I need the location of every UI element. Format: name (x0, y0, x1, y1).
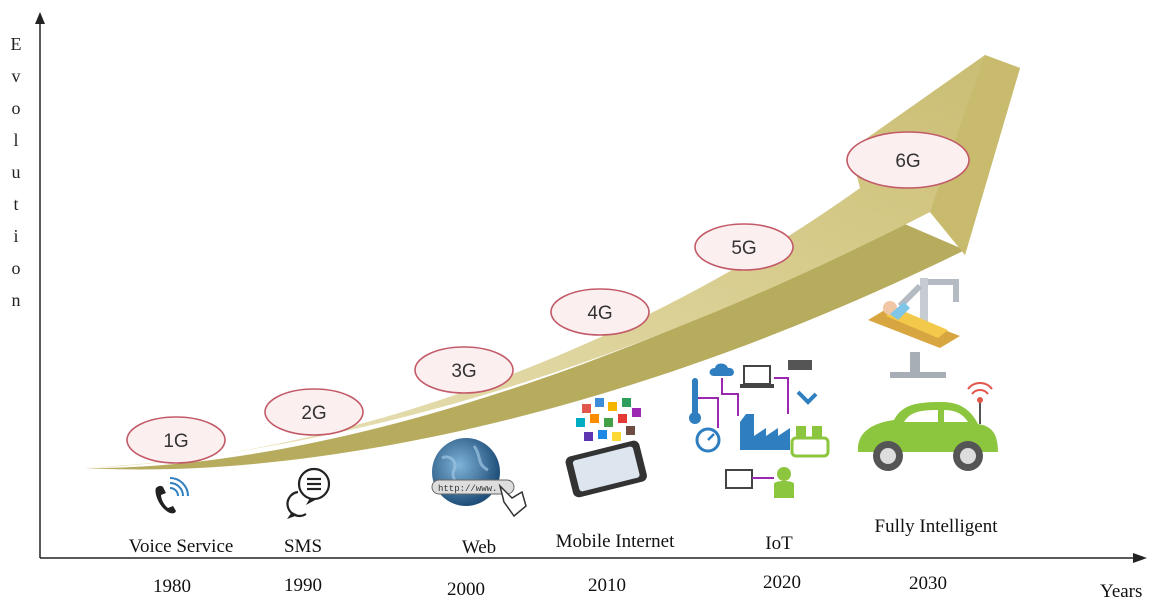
gen-label: 1G (163, 431, 188, 452)
year-label-2020: 2020 (763, 572, 801, 593)
service-label-voice: Voice Service (129, 536, 234, 557)
svg-text:http://www.: http://www. (438, 484, 497, 494)
y-axis-label-letter: v (12, 66, 21, 86)
gen-1g-oval: 1G (126, 416, 226, 464)
service-label-mobile-internet: Mobile Internet (556, 531, 675, 552)
x-axis-label: Years (1100, 581, 1142, 600)
gen-label: 4G (587, 303, 612, 324)
service-label-iot: IoT (765, 533, 793, 554)
gen-label: 2G (301, 403, 326, 424)
y-axis-label-letter: u (12, 162, 21, 182)
year-label-2000: 2000 (447, 579, 485, 600)
gen-label: 6G (895, 151, 920, 172)
globe-web-icon: http://www. (431, 438, 527, 518)
gen-5g-oval: 5G (694, 223, 794, 271)
iot-network-icon (689, 360, 830, 498)
smartphone-apps-icon (565, 398, 647, 498)
service-label-fully-intelligent: Fully Intelligent (875, 516, 999, 537)
robotic-surgery-icon (868, 278, 960, 378)
y-axis-label-letter: i (13, 226, 18, 246)
year-label-1980: 1980 (153, 576, 191, 597)
gen-6g-oval: 6G (846, 131, 970, 189)
year-label-1990: 1990 (284, 575, 322, 596)
service-label-sms: SMS (284, 536, 322, 557)
service-label-web: Web (462, 537, 496, 558)
y-axis-label-letter: E (11, 34, 22, 54)
gen-3g-oval: 3G (414, 346, 514, 394)
gen-4g-oval: 4G (550, 288, 650, 336)
y-axis-label-letter: n (12, 290, 21, 310)
x-axis (40, 553, 1147, 563)
gen-label: 3G (451, 361, 476, 382)
gen-label: 5G (731, 238, 756, 259)
growth-arrow (85, 55, 1020, 470)
y-axis-label-letter: o (12, 258, 21, 278)
phone-signal-icon (155, 477, 189, 514)
gen-2g-oval: 2G (264, 388, 364, 436)
smart-car-icon (857, 382, 998, 471)
y-axis-label-letter: o (12, 98, 21, 118)
y-axis-label-letter: l (13, 130, 18, 150)
y-axis-label-letter: t (13, 194, 18, 214)
year-label-2030: 2030 (909, 573, 947, 594)
chat-bubbles-icon (286, 467, 331, 519)
year-label-2010: 2010 (588, 575, 626, 596)
y-axis (35, 12, 45, 558)
